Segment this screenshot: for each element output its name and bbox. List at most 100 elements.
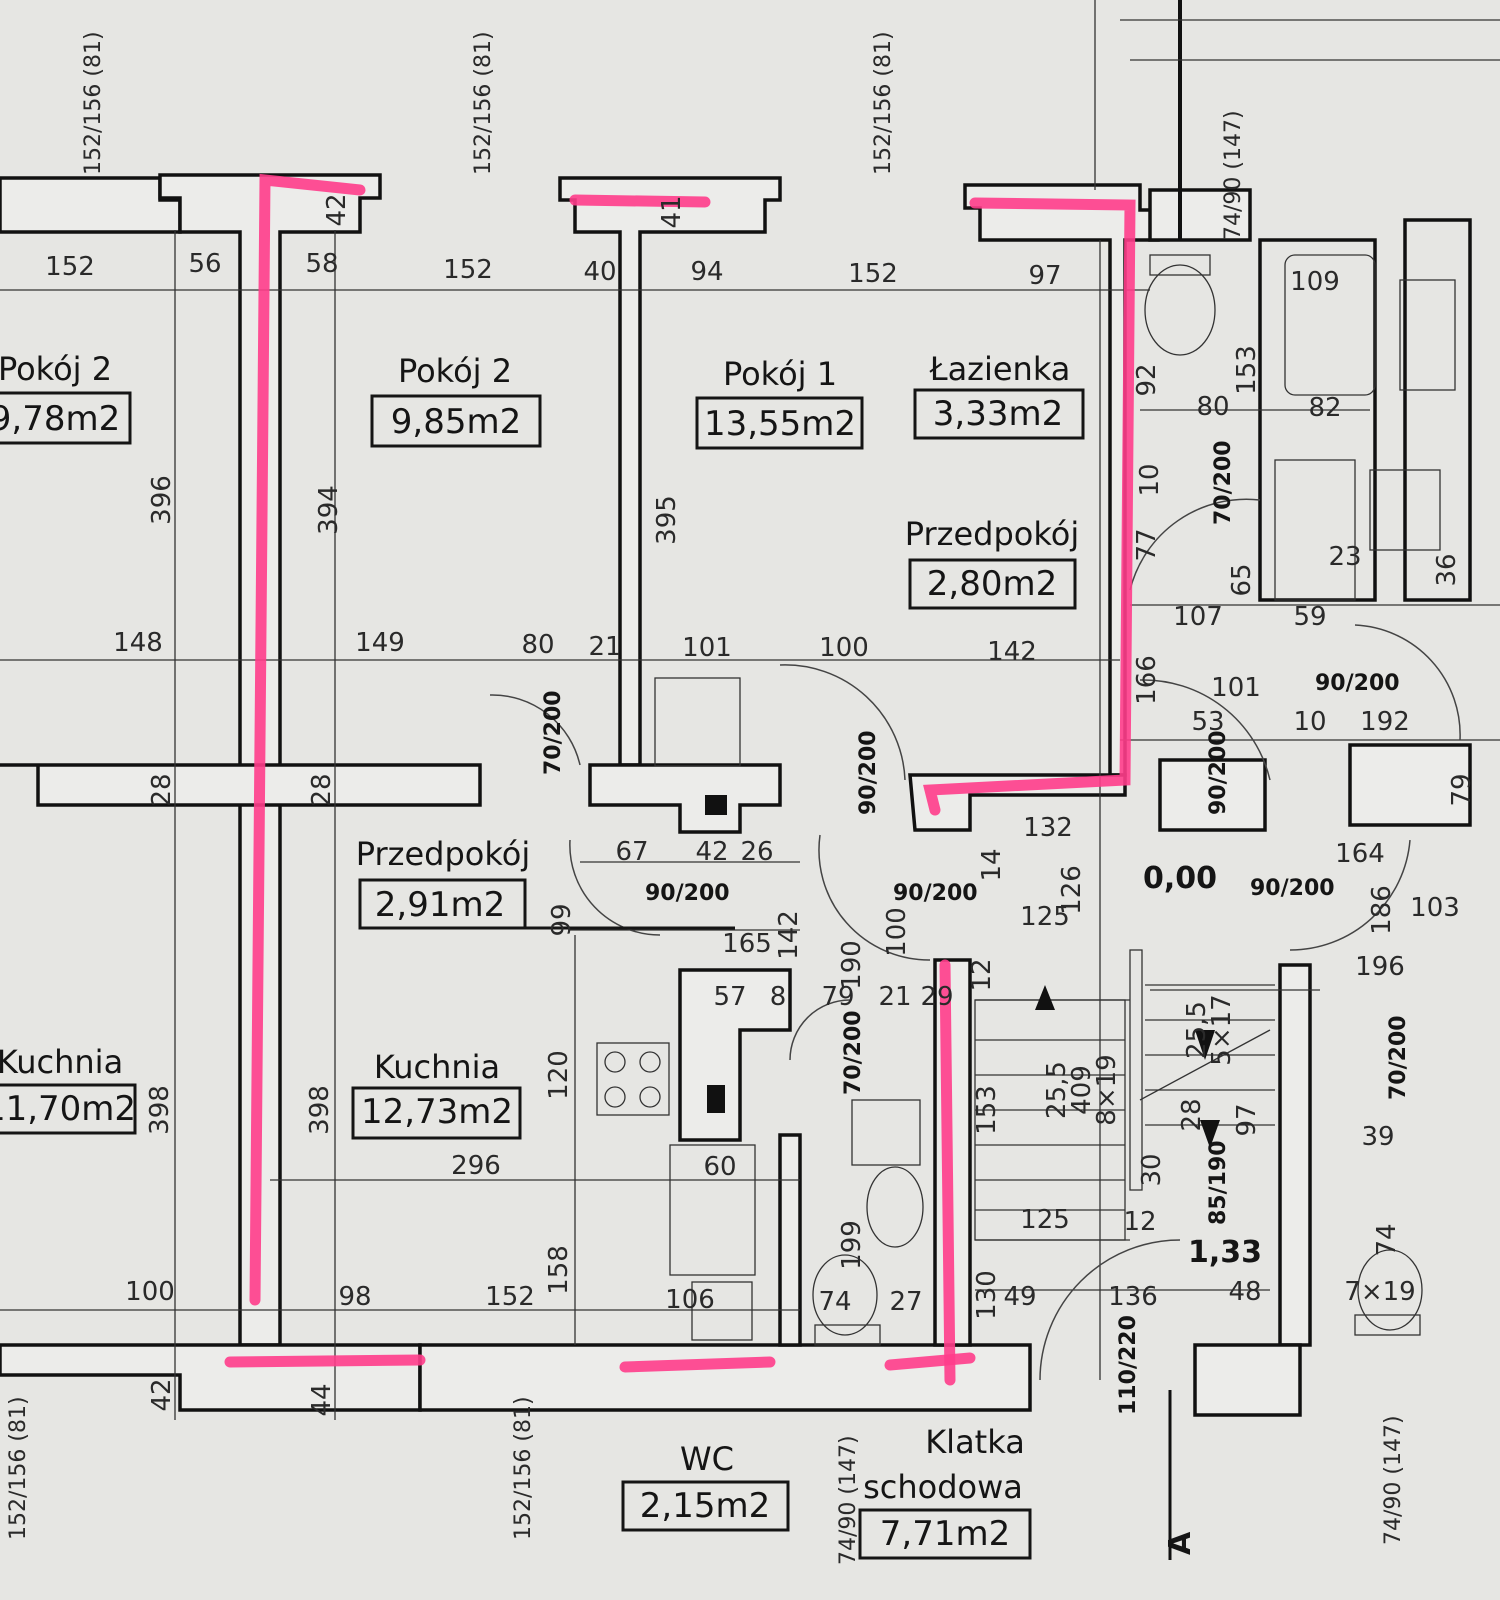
dimension-label: 77 bbox=[1132, 528, 1162, 561]
window-size: 152/156 (81) bbox=[6, 1396, 31, 1540]
door-size: 70/200 bbox=[1386, 1015, 1411, 1100]
room-kuchnia: Kuchnia 12,73m2 bbox=[351, 1048, 522, 1140]
door-size: 70/200 bbox=[841, 1010, 866, 1095]
door-size: 90/200 bbox=[1250, 876, 1335, 901]
dimension-label: 136 bbox=[1108, 1282, 1158, 1312]
dimension-label: 152 bbox=[45, 252, 95, 282]
dimension-label: 10 bbox=[1135, 463, 1165, 496]
dimension-label: 25,5 bbox=[1182, 1001, 1212, 1059]
room-area: 7,71m2 bbox=[880, 1514, 1010, 1554]
chimney-icon bbox=[654, 677, 741, 767]
dimension-label: 153 bbox=[972, 1085, 1002, 1135]
dimension-label: 74 bbox=[818, 1287, 851, 1317]
section-marker: A bbox=[1163, 1531, 1198, 1555]
dimension-label: 186 bbox=[1367, 885, 1397, 935]
dimension-label: 60 bbox=[703, 1152, 736, 1182]
dimension-label: 28 bbox=[1177, 1098, 1207, 1131]
dimension-label: 109 bbox=[1290, 267, 1340, 297]
level-mark: 0,00 bbox=[1143, 861, 1217, 896]
stair-up-arrow-icon bbox=[1035, 985, 1055, 1010]
dimension-label: 42 bbox=[695, 837, 728, 867]
dimension-label: 153 bbox=[1232, 345, 1262, 395]
dimension-label: 29 bbox=[920, 982, 953, 1012]
door-size: 110/220 bbox=[1116, 1315, 1141, 1415]
dimension-label: 8×19 bbox=[1092, 1054, 1122, 1125]
window-size: 74/90 (147) bbox=[1381, 1415, 1406, 1545]
dimension-label: 48 bbox=[1228, 1277, 1261, 1307]
dimension-label: 65 bbox=[1227, 563, 1257, 596]
dimension-label: 142 bbox=[987, 637, 1037, 667]
washbasin-icon bbox=[866, 1166, 924, 1248]
dimension-label: 25,5 bbox=[1042, 1061, 1072, 1119]
stair-down-arrow-icon bbox=[1200, 1120, 1220, 1148]
dimension-lines bbox=[0, 0, 1500, 1560]
door-swings bbox=[489, 498, 1461, 1381]
dimension-label: 158 bbox=[544, 1245, 574, 1295]
dimension-label: 103 bbox=[1410, 893, 1460, 923]
dimension-label: 296 bbox=[451, 1151, 501, 1181]
sink-icon bbox=[691, 1281, 753, 1341]
window-size: 152/156 (81) bbox=[81, 31, 106, 175]
dimension-label: 125 bbox=[1020, 902, 1070, 932]
dimension-label: 40 bbox=[583, 257, 616, 287]
dimension-label: 12 bbox=[1123, 1207, 1156, 1237]
dimension-label: 100 bbox=[125, 1277, 175, 1307]
dimension-label: 14 bbox=[977, 848, 1007, 881]
room-przedpokoj-right: Przedpokój 2,80m2 bbox=[905, 515, 1079, 610]
stove-icon bbox=[596, 1042, 670, 1116]
dimension-label: 152 bbox=[848, 259, 898, 289]
window-size: 152/156 (81) bbox=[511, 1396, 536, 1540]
dimension-label: 98 bbox=[338, 1282, 371, 1312]
dimension-label: 39 bbox=[1361, 1122, 1394, 1152]
dimension-label: 36 bbox=[1432, 553, 1462, 586]
door-size: 70/200 bbox=[541, 690, 566, 775]
dimension-label: 27 bbox=[889, 1287, 922, 1317]
dimension-label: 126 bbox=[1057, 865, 1087, 915]
door-labels: 70/200 90/200 90/200 90/200 90/200 90/20… bbox=[541, 440, 1411, 1415]
room-area: 11,70m2 bbox=[0, 1089, 136, 1129]
dimension-label: 99 bbox=[547, 903, 577, 936]
dimension-label: 101 bbox=[682, 633, 732, 663]
dimension-label: 8 bbox=[770, 982, 787, 1012]
dimension-label: 409 bbox=[1067, 1065, 1097, 1115]
dimension-label: 396 bbox=[147, 475, 177, 525]
dimension-label: 57 bbox=[713, 982, 746, 1012]
dimension-label: 398 bbox=[305, 1085, 335, 1135]
bathtub-icon bbox=[1284, 254, 1376, 396]
dimension-label: 199 bbox=[837, 1220, 867, 1270]
room-name: Pokój 2 bbox=[0, 350, 112, 388]
room-name: Łazienka bbox=[929, 350, 1071, 388]
dimension-label: 59 bbox=[1293, 602, 1326, 632]
dimension-label: 97 bbox=[1028, 261, 1061, 291]
room-name: Pokój 2 bbox=[398, 352, 512, 390]
dimension-label: 94 bbox=[690, 257, 723, 287]
room-area: 9,78m2 bbox=[0, 399, 120, 439]
dimension-label: 190 bbox=[837, 940, 867, 990]
sink-icon bbox=[1399, 279, 1456, 391]
level-mark: 1,33 bbox=[1188, 1235, 1262, 1270]
dimension-label: 42 bbox=[147, 1378, 177, 1411]
room-name: Pokój 1 bbox=[723, 355, 837, 393]
door-size: 90/200 bbox=[856, 730, 881, 815]
dimension-label: 192 bbox=[1360, 707, 1410, 737]
dimension-label: 21 bbox=[588, 632, 621, 662]
dimension-label: 148 bbox=[113, 628, 163, 658]
dimension-label: 142 bbox=[774, 910, 804, 960]
stair-down-arrow-icon bbox=[1195, 1030, 1215, 1060]
window-size: 74/90 (147) bbox=[836, 1435, 861, 1565]
dimension-label: 49 bbox=[1003, 1282, 1036, 1312]
stove-icon bbox=[1369, 469, 1441, 551]
door-size: 70/200 bbox=[1211, 440, 1236, 525]
dimension-label: 30 bbox=[1137, 1153, 1167, 1186]
room-pokoj-2-left: Pokój 2 9,78m2 bbox=[0, 350, 132, 445]
dimension-label: 395 bbox=[652, 495, 682, 545]
dimension-label: 58 bbox=[305, 249, 338, 279]
dimension-label: 79 bbox=[1447, 773, 1477, 806]
window-size: 152/156 (81) bbox=[871, 31, 896, 175]
dimension-label: 152 bbox=[443, 255, 493, 285]
dimension-label: 23 bbox=[1328, 542, 1361, 572]
dimension-label: 21 bbox=[878, 982, 911, 1012]
room-area: 9,85m2 bbox=[391, 402, 521, 442]
door-size: 90/200 bbox=[1206, 730, 1231, 815]
dimension-label: 74 bbox=[1372, 1223, 1402, 1256]
